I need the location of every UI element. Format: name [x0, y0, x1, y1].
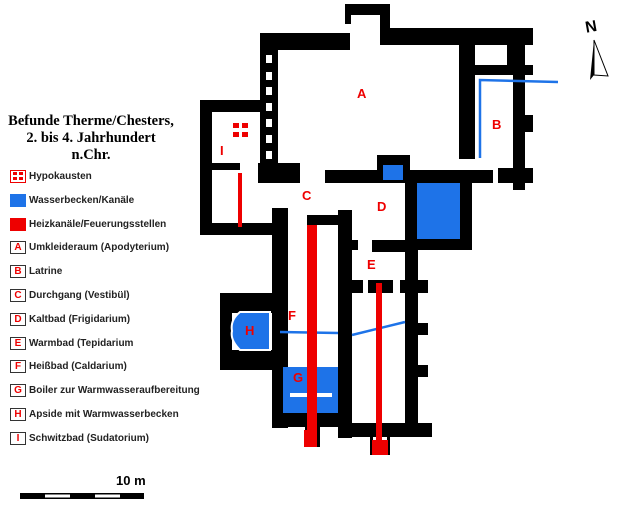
legend-item: Hypokausten: [10, 168, 92, 184]
legend-label: Wasserbecken/Kanäle: [29, 194, 135, 206]
scale-bar: [20, 493, 144, 499]
legend-item: Wasserbecken/Kanäle: [10, 192, 134, 208]
legend-label: Heißbad (Caldarium): [29, 360, 127, 372]
north-arrow-icon: [590, 40, 594, 80]
walls: [200, 4, 533, 455]
legend-label: Warmbad (Tepidarium: [29, 337, 134, 349]
room-label-a: A: [357, 86, 367, 101]
legend-key: I: [10, 431, 26, 445]
room-label-i: I: [220, 143, 224, 158]
room-label-d: D: [377, 199, 386, 214]
room-label-e: E: [367, 257, 376, 272]
figure-title: Befunde Therme/Chesters, 2. bis 4. Jahrh…: [6, 113, 176, 164]
room-label-b: B: [492, 117, 501, 132]
legend-key: E: [10, 336, 26, 350]
room-label-c: C: [302, 188, 312, 203]
legend-key: H: [10, 407, 26, 421]
legend-key: G: [10, 383, 26, 397]
legend-label: Boiler zur Warmwasseraufbereitung: [29, 384, 200, 396]
legend-key: F: [10, 359, 26, 373]
room-labels: A B C D E F G H I: [220, 86, 501, 385]
legend-label: Hypokausten: [29, 170, 92, 182]
legend-label: Durchgang (Vestibül): [29, 289, 130, 301]
heat-swatch-icon: [10, 217, 26, 231]
room-label-g: G: [293, 370, 303, 385]
title-line-2: 2. bis 4. Jahrhundert n.Chr.: [26, 130, 156, 163]
legend-item: Heizkanäle/Feuerungsstellen: [10, 216, 166, 232]
water-swatch-icon: [10, 193, 26, 207]
legend-label: Apside mit Warmwasserbecken: [29, 408, 179, 420]
room-label-h: H: [245, 323, 254, 338]
heating-channels: [233, 123, 388, 455]
title-line-1: Befunde Therme/Chesters,: [8, 113, 174, 129]
room-label-f: F: [288, 308, 296, 323]
north-label: N: [584, 18, 598, 37]
legend-label: Latrine: [29, 265, 63, 277]
legend-key: D: [10, 312, 26, 326]
legend-key: B: [10, 264, 26, 278]
legend-label: Kaltbad (Frigidarium): [29, 313, 131, 325]
hypocaust-swatch-icon: [10, 169, 26, 183]
legend-label: Schwitzbad (Sudatorium): [29, 432, 149, 444]
legend-key: A: [10, 240, 26, 254]
legend-label: Heizkanäle/Feuerungsstellen: [29, 218, 167, 230]
legend-label: Umkleideraum (Apodyterium): [29, 241, 170, 253]
scale-label: 10 m: [116, 473, 146, 488]
legend-key: C: [10, 288, 26, 302]
north-arrow: N: [584, 18, 609, 80]
